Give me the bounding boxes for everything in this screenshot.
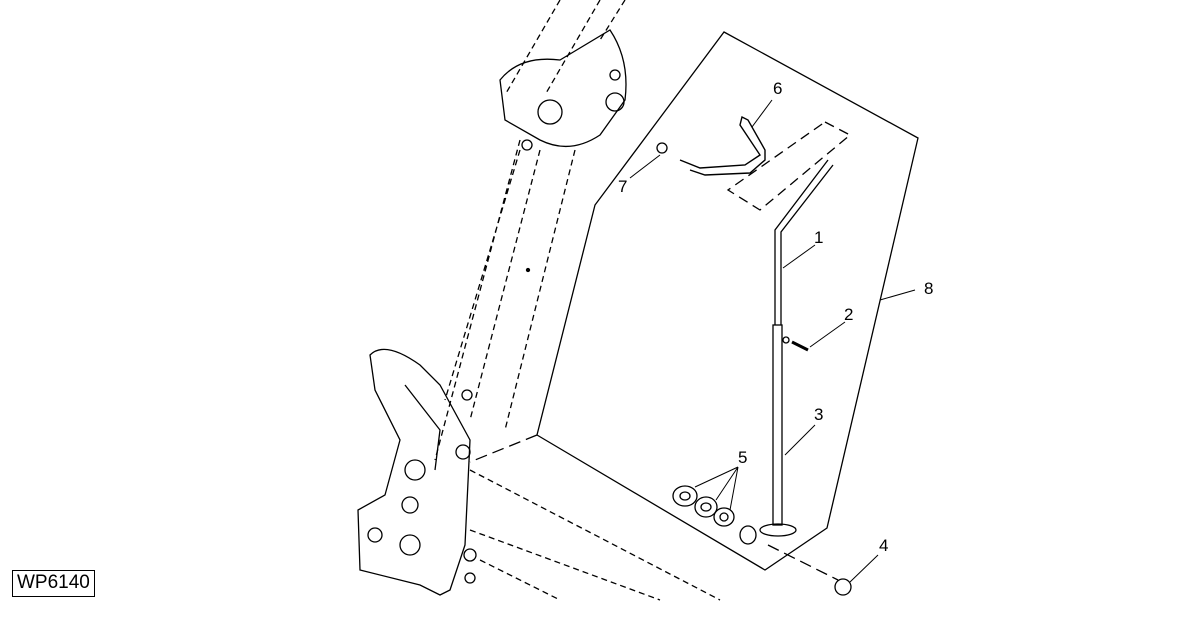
loader-arm-outline (434, 0, 721, 601)
leader-lines (629, 99, 916, 583)
callout-6: 6 (773, 79, 783, 98)
panel-8 (536, 31, 919, 571)
callout-4: 4 (879, 536, 889, 555)
callout-3: 3 (814, 405, 824, 424)
callout-2: 2 (844, 305, 854, 324)
rod-base-plate (759, 523, 797, 537)
bent-rod-6 (679, 115, 766, 176)
rod-3 (772, 324, 783, 526)
nut-7 (656, 142, 668, 154)
callout-5: 5 (738, 448, 748, 467)
lower-frame (357, 267, 531, 596)
rod-1 (774, 159, 834, 325)
upper-pivot (499, 29, 627, 151)
callout-7: 7 (618, 177, 628, 196)
hidden-box (726, 121, 852, 211)
washers-5 (672, 485, 757, 545)
cap-screw-2 (782, 336, 790, 344)
nut-4 (834, 578, 852, 596)
callout-8: 8 (924, 279, 934, 298)
figure-id-label: WP6140 (12, 570, 95, 597)
panel-dashed-leader (469, 434, 839, 581)
callout-1: 1 (814, 228, 824, 247)
